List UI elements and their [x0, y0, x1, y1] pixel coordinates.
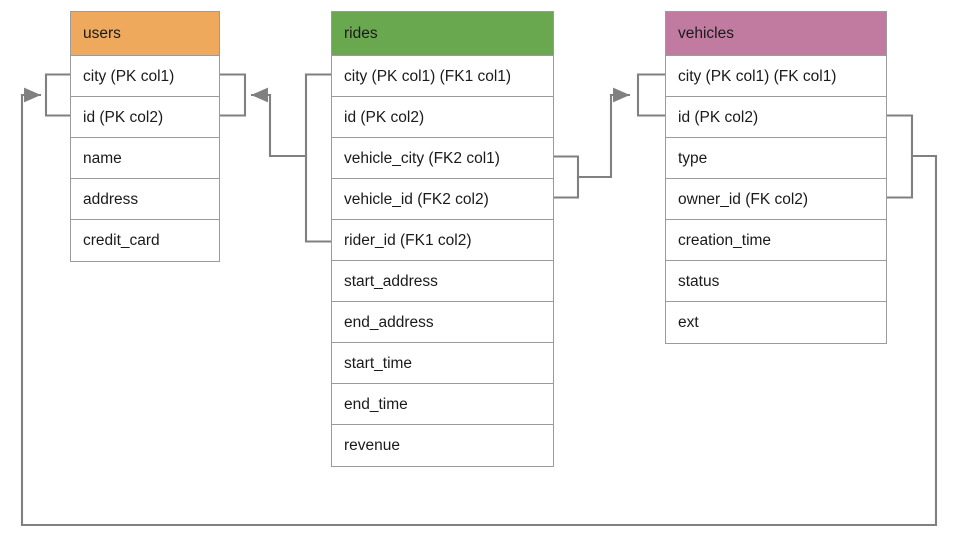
field-rides-vehicle-id[interactable]: vehicle_id (FK2 col2) — [332, 179, 553, 220]
field-vehicles-status[interactable]: status — [666, 261, 886, 302]
field-rides-start-address[interactable]: start_address — [332, 261, 553, 302]
entity-rides-title: rides — [332, 12, 553, 56]
field-rides-start-time[interactable]: start_time — [332, 343, 553, 384]
entity-vehicles[interactable]: vehicles city (PK col1) (FK col1) id (PK… — [665, 11, 887, 344]
entity-vehicles-title: vehicles — [666, 12, 886, 56]
field-users-credit-card[interactable]: credit_card — [71, 220, 219, 261]
field-rides-city[interactable]: city (PK col1) (FK1 col1) — [332, 56, 553, 97]
field-rides-revenue[interactable]: revenue — [332, 425, 553, 466]
field-users-id[interactable]: id (PK col2) — [71, 97, 219, 138]
field-vehicles-type[interactable]: type — [666, 138, 886, 179]
field-vehicles-city[interactable]: city (PK col1) (FK col1) — [666, 56, 886, 97]
field-users-city[interactable]: city (PK col1) — [71, 56, 219, 97]
field-vehicles-id[interactable]: id (PK col2) — [666, 97, 886, 138]
field-vehicles-ext[interactable]: ext — [666, 302, 886, 343]
field-rides-end-address[interactable]: end_address — [332, 302, 553, 343]
entity-users[interactable]: users city (PK col1) id (PK col2) name a… — [70, 11, 220, 262]
connector-rides-rider-to-users — [218, 73, 333, 243]
entity-rides[interactable]: rides city (PK col1) (FK1 col1) id (PK c… — [331, 11, 554, 467]
field-vehicles-owner-id[interactable]: owner_id (FK col2) — [666, 179, 886, 220]
field-vehicles-creation-time[interactable]: creation_time — [666, 220, 886, 261]
field-users-address[interactable]: address — [71, 179, 219, 220]
field-users-name[interactable]: name — [71, 138, 219, 179]
field-rides-end-time[interactable]: end_time — [332, 384, 553, 425]
field-rides-vehicle-city[interactable]: vehicle_city (FK2 col1) — [332, 138, 553, 179]
field-rides-rider-id[interactable]: rider_id (FK1 col2) — [332, 220, 553, 261]
connector-rides-vehicle-to-vehicles — [552, 73, 667, 199]
field-rides-id[interactable]: id (PK col2) — [332, 97, 553, 138]
entity-users-title: users — [71, 12, 219, 56]
